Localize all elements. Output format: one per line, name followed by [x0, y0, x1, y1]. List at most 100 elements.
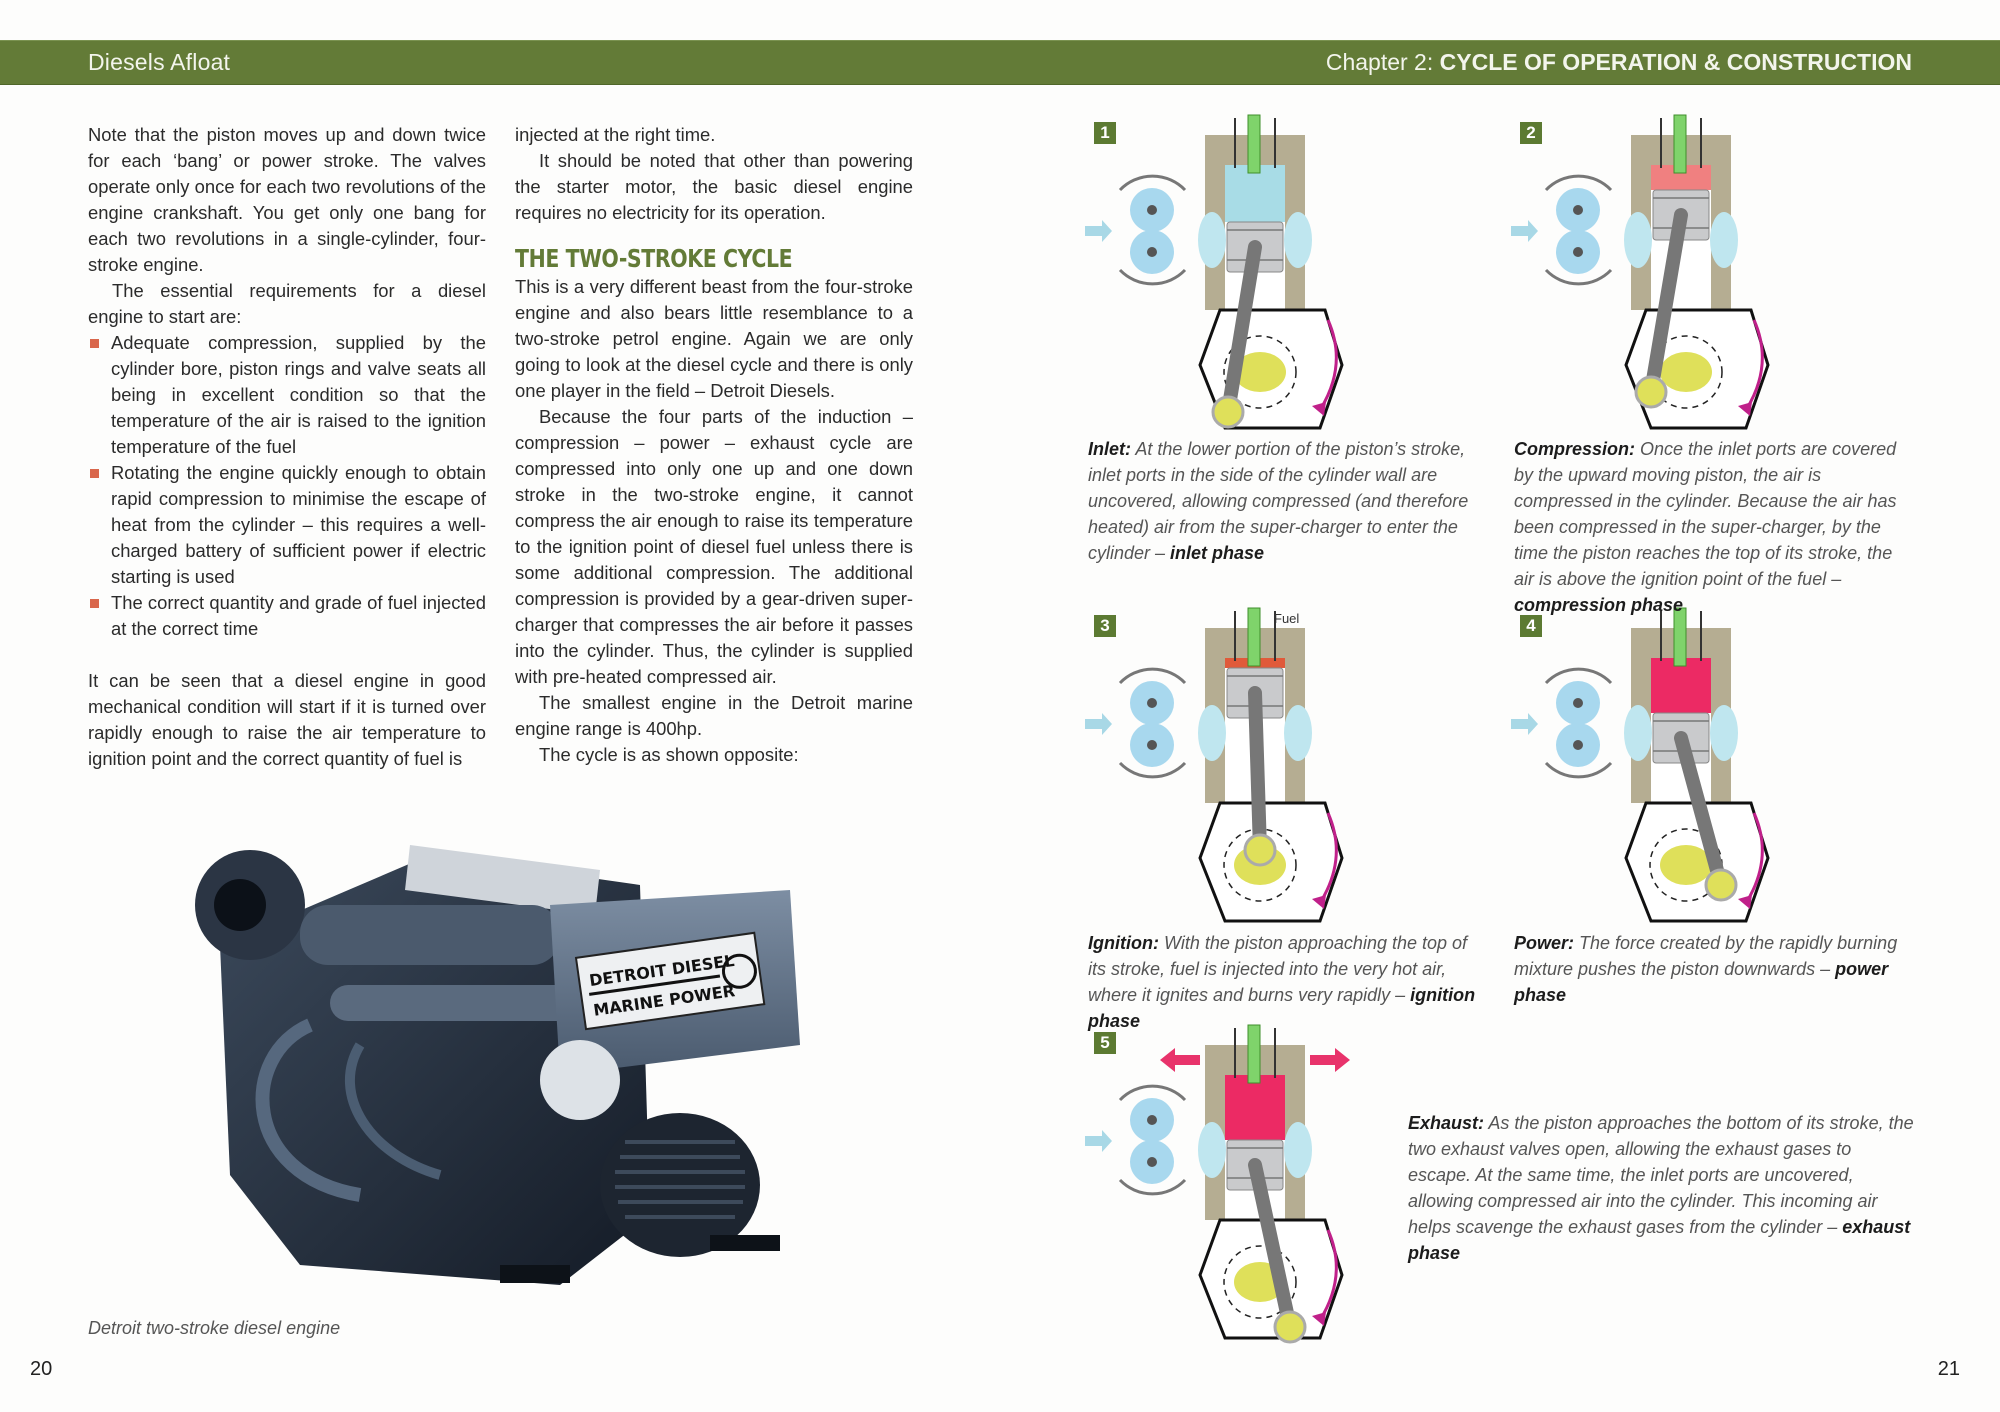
- step-number-badge: 2: [1520, 122, 1542, 144]
- detroit-engine-illustration: DETROIT DIESEL MARINE POWER: [195, 845, 800, 1285]
- arrow-head-icon: [1312, 402, 1326, 416]
- bullet-square-icon: [90, 469, 99, 478]
- body-paragraph: The smallest engine in the Detroit marin…: [515, 692, 913, 739]
- exhaust-out-arrow-icon: [1160, 1048, 1200, 1072]
- caption-inlet: Inlet: At the lower portion of the pisto…: [1088, 436, 1488, 566]
- caption-phase: exhaust phase: [1408, 1217, 1911, 1263]
- diagram-step-5: 5: [1080, 1020, 1440, 1350]
- step-number-badge: 4: [1520, 615, 1542, 637]
- list-item-text: Adequate compression, supplied by the cy…: [111, 332, 486, 457]
- crank-web: [1660, 352, 1712, 392]
- rotor-shaft: [1147, 205, 1157, 215]
- body-paragraph: It should be noted that other than power…: [515, 150, 913, 223]
- page-number-left: 20: [30, 1358, 53, 1380]
- two-stroke-cylinder-diagram: [1511, 114, 1770, 430]
- caption-phase: ignition phase: [1088, 985, 1476, 1031]
- air-inlet-arrow-icon: [1511, 220, 1538, 242]
- inlet-port: [1198, 212, 1226, 268]
- crank-web: [1660, 845, 1712, 885]
- crank-pin: [1273, 1310, 1307, 1344]
- rotor-shaft: [1573, 698, 1583, 708]
- blower-housing: [1118, 174, 1187, 192]
- chapter-name: CYCLE OF OPERATION & CONSTRUCTION: [1439, 49, 1912, 75]
- air-inlet-arrow-icon: [1085, 713, 1112, 735]
- rotor-shaft: [1147, 1115, 1157, 1125]
- two-stroke-cylinder-diagram: [1085, 1024, 1350, 1344]
- book-title: Diesels Afloat: [88, 49, 231, 75]
- rotor-shaft: [1147, 1157, 1157, 1167]
- rotation-arrow-icon: [1744, 319, 1764, 411]
- connecting-rod: [1248, 1158, 1297, 1334]
- crank-pin: [1243, 833, 1277, 867]
- diagram-step-2: 2: [1506, 110, 1866, 440]
- connecting-rod: [1674, 731, 1728, 892]
- air-inlet-arrow-icon: [1085, 1130, 1112, 1152]
- list-item: Adequate compression, supplied by the cy…: [88, 330, 486, 460]
- caption-ignition: Ignition: With the piston approaching th…: [1088, 930, 1488, 1034]
- blower-housing: [1118, 667, 1187, 685]
- caption-power: Power: The force created by the rapidly …: [1514, 930, 1914, 1008]
- connecting-rod: [1221, 240, 1262, 419]
- inlet-port: [1284, 1122, 1312, 1178]
- body-paragraph: injected at the right time.: [515, 124, 716, 145]
- blower-housing: [1544, 174, 1613, 192]
- arrow-head-icon: [1738, 402, 1752, 416]
- blower-housing: [1544, 761, 1613, 779]
- injector: [1247, 1024, 1261, 1084]
- caption-exhaust: Exhaust: As the piston approaches the bo…: [1408, 1110, 1918, 1266]
- bullet-square-icon: [90, 599, 99, 608]
- body-paragraph: Note that the piston moves up and down t…: [88, 124, 486, 275]
- list-item-text: The correct quantity and grade of fuel i…: [111, 592, 486, 639]
- connecting-rod: [1248, 686, 1267, 857]
- combustion-chamber: [1225, 165, 1285, 222]
- crank-path: [1223, 335, 1297, 409]
- crank-path: [1223, 1245, 1297, 1319]
- arrow-head-icon: [1312, 1312, 1326, 1326]
- injector: [1673, 607, 1687, 667]
- fuel-label: Fuel: [1274, 611, 1300, 626]
- caption-lead: Compression:: [1514, 439, 1636, 459]
- body-paragraph: The essential requirements for a diesel …: [88, 280, 486, 327]
- chapter-prefix: Chapter 2:: [1325, 49, 1440, 75]
- body-paragraph: Because the four parts of the induction …: [515, 406, 913, 687]
- crank-pin: [1211, 395, 1245, 429]
- inlet-port: [1624, 212, 1652, 268]
- inlet-port: [1198, 705, 1226, 761]
- two-stroke-cylinder-diagram: [1085, 607, 1344, 923]
- caption-lead: Power:: [1514, 933, 1575, 953]
- combustion-chamber: [1651, 658, 1711, 713]
- injector: [1247, 607, 1261, 667]
- caption-phase: compression phase: [1514, 595, 1684, 615]
- caption-text: The force created by the rapidly burning…: [1514, 933, 1898, 979]
- combustion-chamber: [1225, 1075, 1285, 1140]
- blower-housing: [1118, 1178, 1187, 1196]
- list-item-text: Rotating the engine quickly enough to ob…: [111, 462, 486, 587]
- caption-compression: Compression: Once the inlet ports are co…: [1514, 436, 1914, 618]
- caption-text: Once the inlet ports are covered by the …: [1514, 439, 1897, 589]
- list-item: The correct quantity and grade of fuel i…: [88, 590, 486, 642]
- inlet-port: [1710, 705, 1738, 761]
- blower-housing: [1544, 268, 1613, 286]
- rotor-shaft: [1147, 740, 1157, 750]
- injector: [1247, 114, 1261, 174]
- crank-pin: [1634, 375, 1668, 409]
- bullet-square-icon: [90, 339, 99, 348]
- two-stroke-cylinder-diagram: [1085, 114, 1344, 430]
- crank-pin: [1704, 868, 1738, 902]
- section-heading: THE TWO-STROKE CYCLE: [515, 244, 793, 273]
- caption-text: At the lower portion of the piston’s str…: [1088, 439, 1469, 563]
- rotor-shaft: [1573, 740, 1583, 750]
- caption-phase: inlet phase: [1170, 543, 1265, 563]
- inlet-port: [1198, 1122, 1226, 1178]
- engine-photo: DETROIT DIESEL MARINE POWER: [180, 795, 820, 1305]
- rotor-shaft: [1573, 205, 1583, 215]
- arrow-head-icon: [1312, 895, 1326, 909]
- blower-housing: [1118, 1084, 1187, 1102]
- crank-web: [1234, 352, 1286, 392]
- caption-lead: Exhaust:: [1408, 1113, 1485, 1133]
- blower-housing: [1118, 761, 1187, 779]
- caption-text: As the piston approaches the bottom of i…: [1408, 1113, 1914, 1237]
- diagram-step-4: 4: [1506, 603, 1866, 933]
- page-number-right: 21: [1937, 1358, 1960, 1380]
- exhaust-out-arrow-icon: [1310, 1048, 1350, 1072]
